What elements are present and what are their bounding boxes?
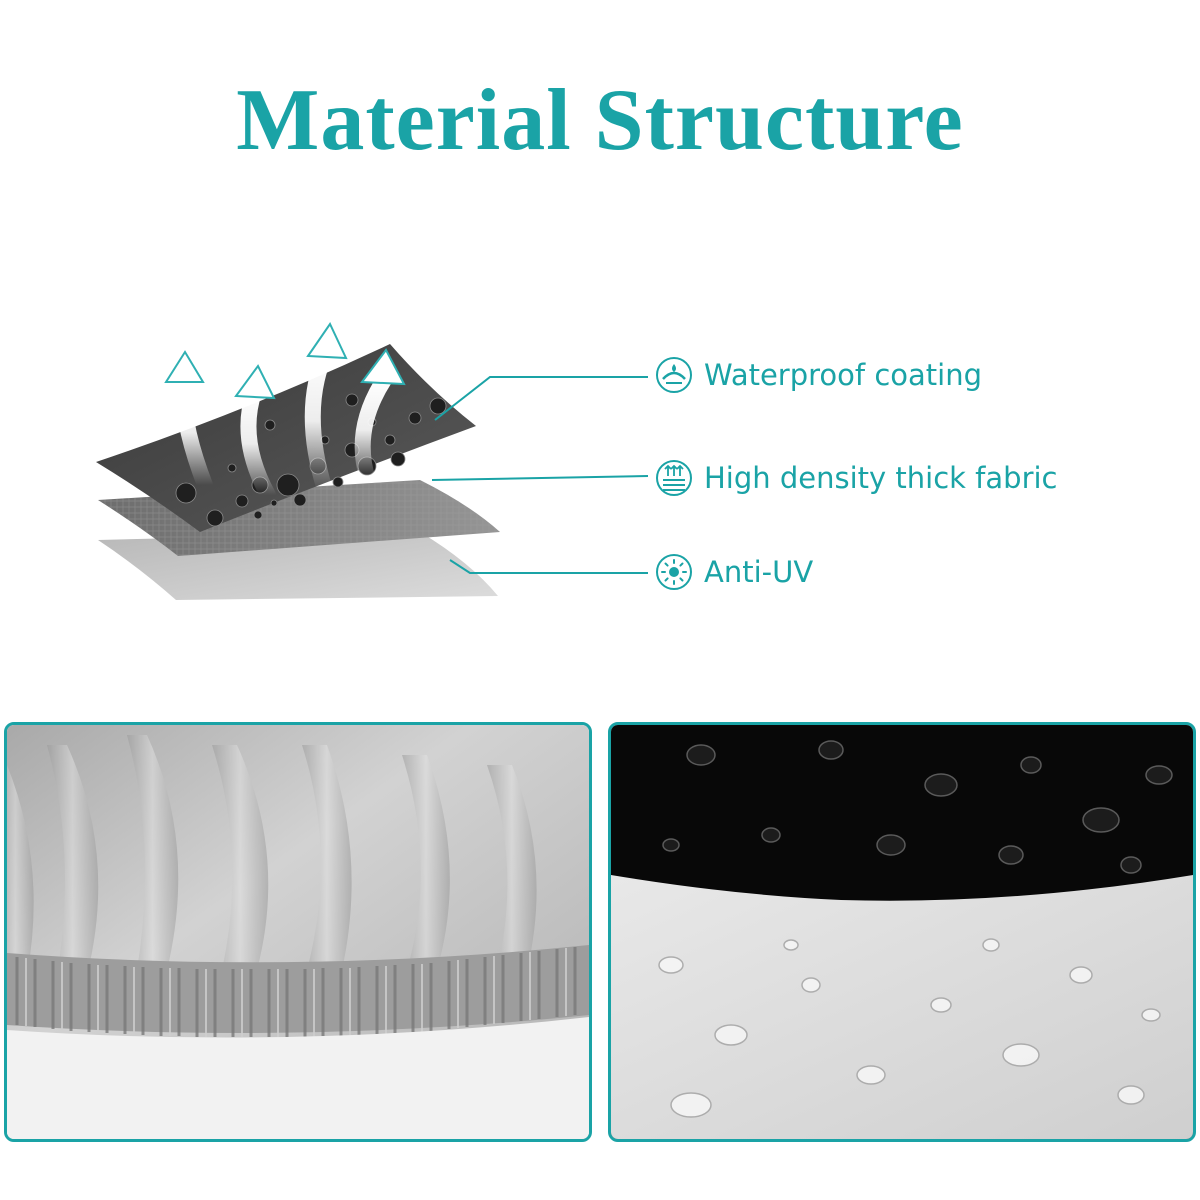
waterproof-drop-icon [656,357,692,393]
feature-waterproof-coating: Waterproof coating [654,353,982,397]
sun-icon [656,554,692,590]
feature-label-fabric: High density thick fabric [704,461,1058,495]
feature-label-waterproof: Waterproof coating [704,358,983,392]
feature-label-anti-uv: Anti-UV [704,555,814,589]
feature-high-density-fabric: High density thick fabric [654,456,1058,500]
fabric-layers-icon [656,460,692,496]
page-title: Material Structure [236,72,964,169]
waterproof-droplets-photo [608,722,1196,1142]
material-layers-illustration [96,321,649,600]
feature-anti-uv: Anti-UV [654,550,813,594]
elastic-hem-photo [4,722,592,1142]
